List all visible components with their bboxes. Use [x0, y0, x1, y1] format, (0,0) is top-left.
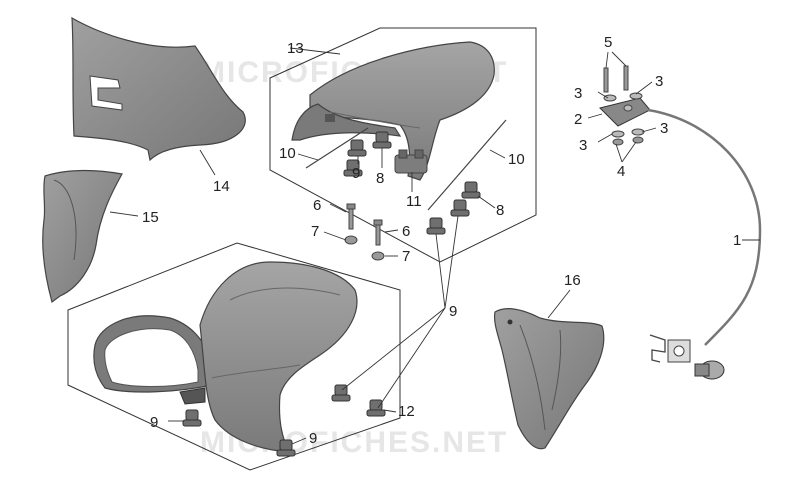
leader-lines: [109, 47, 760, 445]
part-15-side-cover: [42, 169, 123, 304]
part-10-rod-right: [427, 119, 507, 211]
part-11-bracket: [394, 149, 428, 174]
label-9-lower-right: 9: [309, 430, 317, 447]
label-6-right: 6: [402, 223, 410, 240]
part-14-panel: [71, 16, 246, 162]
lock-assembly: [649, 334, 725, 380]
part-12-rider-seat: [93, 261, 358, 453]
part-16-side-cover: [493, 308, 605, 450]
latch-assembly: [599, 65, 651, 146]
part-13-passenger-seat: [291, 41, 495, 181]
label-2: 2: [574, 111, 582, 128]
part-10-rod-left: [305, 127, 369, 169]
label-4: 4: [617, 163, 625, 180]
label-15: 15: [142, 209, 159, 226]
part-labels: 13 14 15 10 9 8 11 10 8 6 7 6 7 9 12 9 9…: [142, 34, 741, 447]
grommets-lower: [182, 384, 386, 457]
label-13: 13: [287, 40, 304, 57]
label-14: 14: [213, 178, 230, 195]
label-3-a: 3: [574, 85, 582, 102]
label-9-center: 9: [449, 303, 457, 320]
passenger-seat-frame: [269, 27, 537, 263]
label-5: 5: [604, 34, 612, 51]
rider-seat-frame: [67, 242, 401, 471]
label-7-right: 7: [402, 248, 410, 265]
label-10-left: 10: [279, 145, 296, 162]
label-16: 16: [564, 272, 581, 289]
grommets-upper: [343, 131, 481, 235]
label-9-upper: 9: [352, 165, 360, 182]
label-8-right: 8: [496, 202, 504, 219]
label-6-left: 6: [313, 197, 321, 214]
label-7-left: 7: [311, 223, 319, 240]
label-11: 11: [406, 193, 422, 210]
label-10-right: 10: [508, 151, 525, 168]
screws-6-washers-7: [344, 203, 385, 261]
label-3-c: 3: [579, 137, 587, 154]
label-3-b: 3: [655, 73, 663, 90]
label-1: 1: [733, 232, 741, 249]
label-12: 12: [398, 403, 415, 420]
part-1-cable: [647, 108, 762, 346]
label-9-lower-left: 9: [150, 414, 158, 431]
label-3-d: 3: [660, 120, 668, 137]
label-8-upper: 8: [376, 170, 384, 187]
